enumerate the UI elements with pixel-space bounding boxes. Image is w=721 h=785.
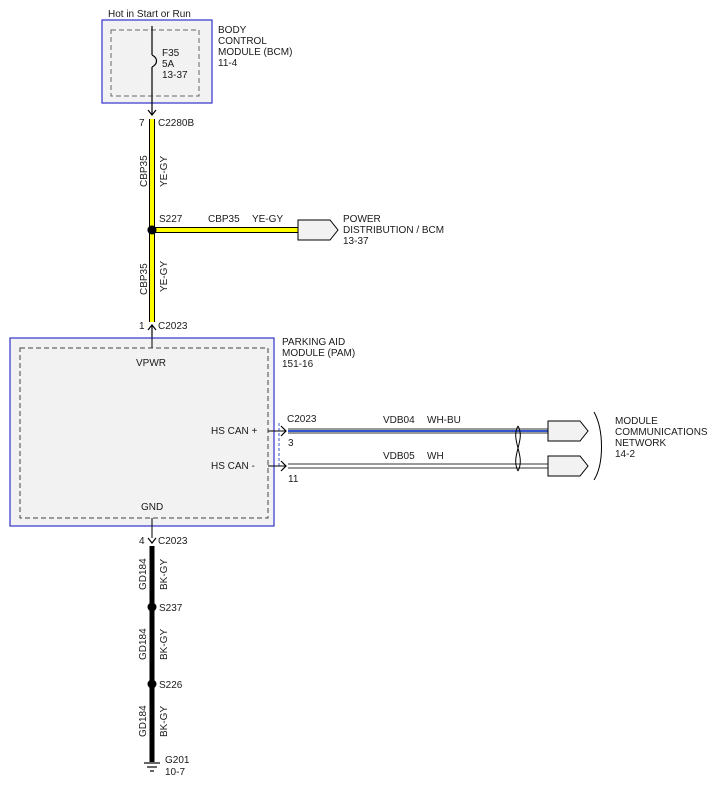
power-dist-label-2: DISTRIBUTION / BCM: [343, 225, 444, 236]
wire-upper-circuit: CBP35: [139, 155, 150, 187]
gnd-wire-3-circuit: GD184: [138, 705, 149, 737]
gnd-wire-3-color: BK-GY: [159, 706, 170, 737]
wire-lower-color: YE-GY: [159, 261, 170, 292]
pam-label-2: MODULE (PAM): [282, 348, 355, 359]
bcm-label-1: BODY: [218, 25, 247, 36]
mcn-label-3: NETWORK: [615, 438, 666, 449]
bcm-label-4: 11-4: [218, 58, 238, 69]
wire-lower-circuit: CBP35: [139, 263, 150, 295]
c2023-gnd-pin: 4: [139, 536, 145, 547]
mcn-label-2: COMMUNICATIONS: [615, 427, 708, 438]
ground-ref: 10-7: [165, 767, 185, 778]
connector-c2280b-icon: [147, 109, 157, 116]
pam-gnd-label: GND: [141, 502, 163, 513]
c2280b-name: C2280B: [158, 118, 194, 129]
bcm-inner-box: [110, 29, 200, 97]
ground-name: G201: [165, 755, 190, 766]
can-plus-circuit: VDB04: [383, 415, 415, 426]
splice-s237-dot: [147, 602, 157, 612]
mcn-label-4: 14-2: [615, 449, 635, 460]
fuse-label: F35: [162, 48, 180, 59]
mcn-arrow-minus-icon: [547, 455, 589, 477]
power-dist-label-3: 13-37: [343, 236, 369, 247]
splice-s227-dot-top: [147, 225, 157, 235]
pam-label-1: PARKING AID: [282, 337, 345, 348]
can-minus-color: WH: [427, 451, 444, 462]
pam-label-3: 151-16: [282, 359, 314, 370]
connector-c2023-gnd-icon: [147, 537, 157, 544]
mcn-arrow-plus-icon: [547, 420, 589, 442]
branch-circuit: CBP35: [208, 214, 240, 225]
bcm-label-2: CONTROL: [218, 36, 267, 47]
gnd-wire-1-circuit: GD184: [138, 558, 149, 590]
power-dist-label-1: POWER: [343, 214, 381, 225]
c2023-top-name: C2023: [158, 321, 188, 332]
pam-vpwr-label: VPWR: [136, 358, 166, 369]
can-pin-minus: 11: [288, 474, 299, 485]
s237-label: S237: [159, 603, 183, 614]
s227-label: S227: [159, 214, 183, 225]
can-connector-name: C2023: [287, 414, 317, 425]
twisted-pair-icon-right: [515, 425, 521, 472]
can-pin-plus: 3: [288, 438, 294, 449]
mcn-label-1: MODULE: [615, 416, 658, 427]
gnd-wire-2-color: BK-GY: [159, 629, 170, 660]
fuse-ref: 13-37: [162, 70, 188, 81]
pam-box: [9, 337, 275, 527]
can-minus-circuit: VDB05: [383, 451, 415, 462]
pam-hs-can-minus: HS CAN -: [211, 461, 255, 472]
power-note: Hot in Start or Run: [108, 9, 191, 20]
c2023-gnd-name: C2023: [158, 536, 188, 547]
mcn-bracket-icon: [593, 411, 602, 481]
c2023-top-pin: 1: [139, 321, 145, 332]
can-plus-color: WH-BU: [427, 415, 461, 426]
fuse-f35-icon: [151, 54, 158, 68]
branch-color: YE-GY: [252, 214, 283, 225]
c2280b-pin: 7: [139, 118, 145, 129]
pam-hs-can-plus: HS CAN +: [211, 426, 258, 437]
pam-inner-box: [19, 347, 269, 519]
s226-label: S226: [159, 680, 183, 691]
bcm-label-3: MODULE (BCM): [218, 47, 292, 58]
fuse-rating: 5A: [162, 59, 175, 70]
wire-upper-color: YE-GY: [159, 156, 170, 187]
gnd-wire-1-color: BK-GY: [159, 559, 170, 590]
gnd-wire-2-circuit: GD184: [138, 628, 149, 660]
power-dist-arrow-icon: [297, 219, 339, 241]
splice-s226-dot: [147, 679, 157, 689]
